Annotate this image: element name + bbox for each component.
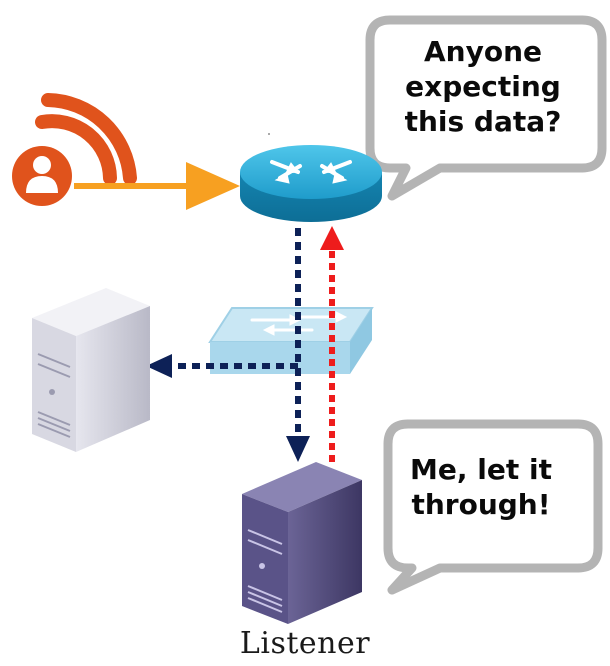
reply-path [320,226,344,462]
router-bubble-line-3: this data? [404,105,562,138]
listener-bubble-text: Me, let it through! [396,452,566,522]
broadcasting-user-icon [12,93,137,206]
listener-speech-bubble [383,419,603,595]
listener-label: Listener [239,626,371,661]
listener-bubble-line-1: Me, let it [410,453,552,486]
router-bubble-line-2: expecting [405,70,561,103]
server-tower-icon [32,288,150,452]
router-icon [240,133,382,222]
incoming-data-arrow [74,162,240,210]
listener-bubble-line-2: through! [411,488,551,521]
router-speech-bubble [365,15,607,201]
router-bubble-text: Anyone expecting this data? [398,34,568,139]
router-bubble-line-1: Anyone [423,35,542,68]
listener-server-tower-icon [242,462,362,624]
query-path [146,228,310,462]
